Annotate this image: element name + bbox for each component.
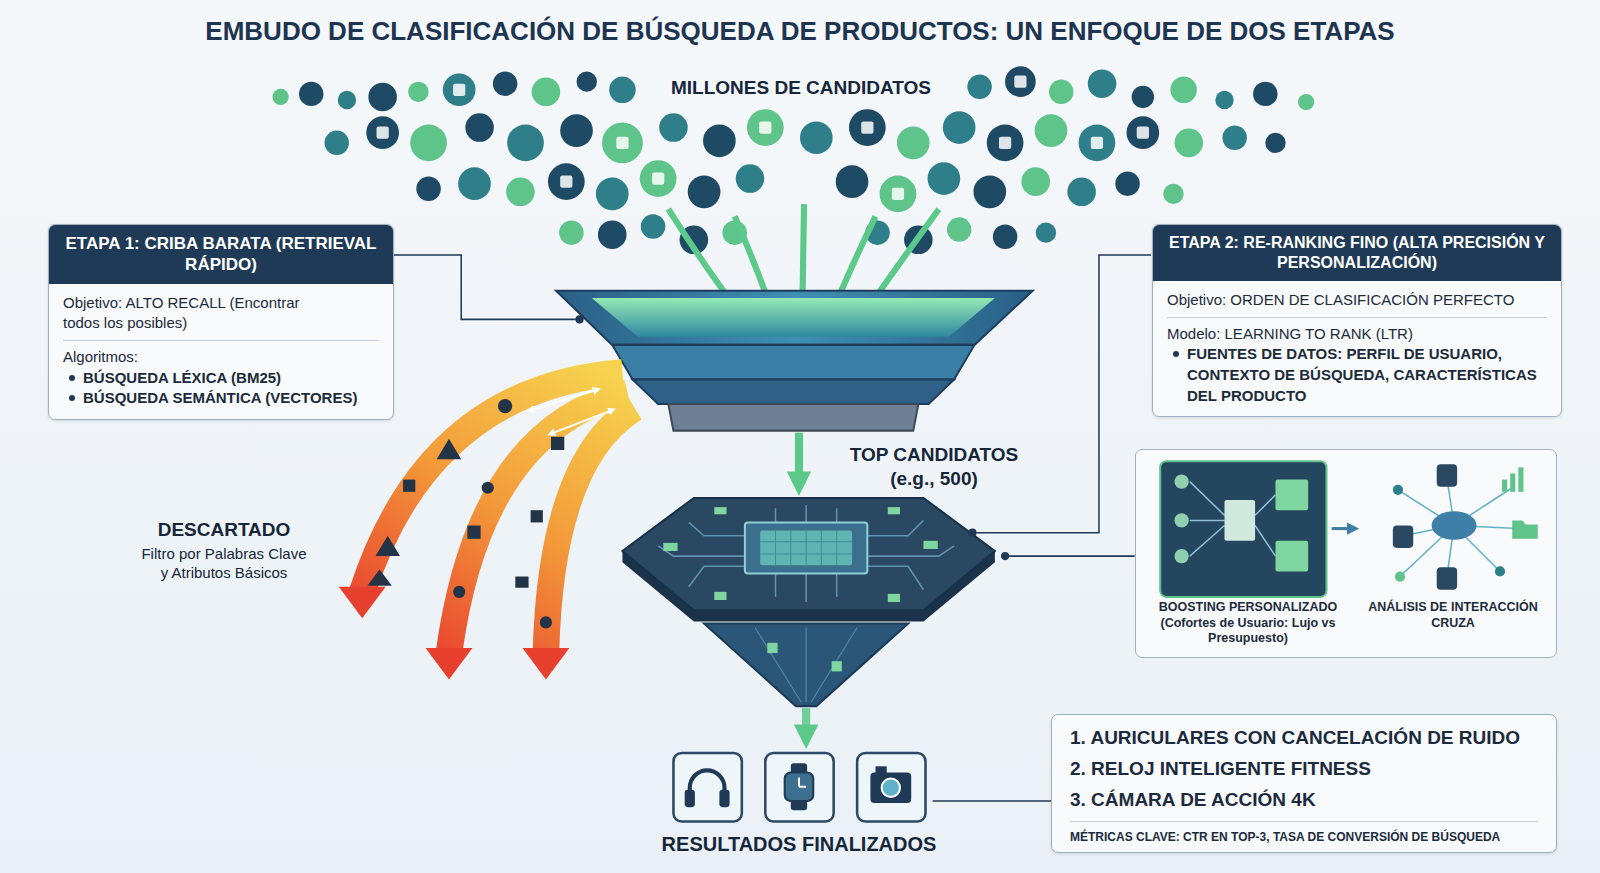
technique-caption: ANÁLISIS DE INTERACCIÓN CRUZA <box>1358 600 1548 631</box>
technique-panel: BOOSTING PERSONALIZADO (Cofortes de Usua… <box>1135 449 1557 658</box>
candidate-cloud <box>272 66 1314 254</box>
box-body: Objetivo: ALTO RECALL (Encontrar todos l… <box>49 284 393 419</box>
text-row: Objetivo: ALTO RECALL (Encontrar todos l… <box>63 293 379 334</box>
boosting-illustration <box>1160 461 1353 597</box>
text-row: 1. AURICULARES CON CANCELACIÓN DE RUIDO <box>1070 722 1538 753</box>
objective-text: Objetivo: ORDEN DE CLASIFICACIÓN PERFECT… <box>1167 290 1514 311</box>
result-item: 1. AURICULARES CON CANCELACIÓN DE RUIDO <box>1070 722 1520 753</box>
text-row: BÚSQUEDA SEMÁNTICA (VECTORES) <box>63 388 379 409</box>
reranking-chip <box>622 498 994 706</box>
bullet-dot <box>1173 351 1179 357</box>
panel-fill <box>1135 449 1557 658</box>
objective-text: Objetivo: ALTO RECALL (Encontrar todos l… <box>63 293 308 334</box>
leader-dots <box>576 315 1010 560</box>
stage-heading: ETAPA 1: CRIBA BARATA (RETRIEVAL RÁPIDO) <box>59 233 383 276</box>
box-body: Objetivo: ORDEN DE CLASIFICACIÓN PERFECT… <box>1153 281 1561 416</box>
caption-column: ANÁLISIS DE INTERACCIÓN CRUZA <box>1358 600 1548 647</box>
box-body: 1. AURICULARES CON CANCELACIÓN DE RUIDO2… <box>1052 715 1556 852</box>
text-row: ETAPA 2: RE-RANKING FINO (ALTA PRECISIÓN… <box>1153 225 1561 281</box>
flow-arrow <box>802 708 810 737</box>
text-row: MÉTRICAS CLAVE: CTR EN TOP-3, TASA DE CO… <box>1070 828 1538 846</box>
result-item: 2. RELOJ INTELIGENTE FITNESS <box>1070 753 1371 784</box>
divider-line <box>1070 821 1538 822</box>
text-row: ETAPA 1: CRIBA BARATA (RETRIEVAL RÁPIDO) <box>49 225 393 284</box>
text-row: Objetivo: ORDEN DE CLASIFICACIÓN PERFECT… <box>1167 290 1547 311</box>
flow-arrow <box>795 433 803 484</box>
discard-stream <box>339 372 635 679</box>
text-row: 3. CÁMARA DE ACCIÓN 4K <box>1070 784 1538 815</box>
text-row: FUENTES DE DATOS: PERFIL DE USUARIO, CON… <box>1167 344 1547 406</box>
divider-line <box>1167 317 1547 318</box>
divider-line <box>63 340 379 341</box>
stage-label: MILLONES DE CANDIDATOS <box>671 76 931 100</box>
algorithms-heading: Algoritmos: <box>63 347 138 368</box>
algorithm-item: BÚSQUEDA LÉXICA (BM25) <box>83 368 281 389</box>
technique-caption: BOOSTING PERSONALIZADO (Cofortes de Usua… <box>1153 600 1343 647</box>
model-text: Modelo: LEARNING TO RANK (LTR) <box>1167 324 1413 345</box>
diagram-title: EMBUDO DE CLASIFICACIÓN DE BÚSQUEDA DE P… <box>205 16 1394 47</box>
stage-box: ETAPA 1: CRIBA BARATA (RETRIEVAL RÁPIDO)… <box>48 224 394 420</box>
text-row: 2. RELOJ INTELIGENTE FITNESS <box>1070 753 1538 784</box>
stage-label: TOP CANDIDATOS (e.g., 500) <box>839 443 1029 491</box>
data-sources-item: FUENTES DE DATOS: PERFIL DE USUARIO, CON… <box>1187 344 1547 406</box>
text-row: Modelo: LEARNING TO RANK (LTR) <box>1167 324 1547 345</box>
discard-note: Filtro por Palabras Clave y Atributos Bá… <box>139 545 309 583</box>
result-item: 3. CÁMARA DE ACCIÓN 4K <box>1070 784 1316 815</box>
metrics-note: MÉTRICAS CLAVE: CTR EN TOP-3, TASA DE CO… <box>1070 828 1500 846</box>
bullet-dot <box>69 375 75 381</box>
result-icons <box>673 753 925 821</box>
text-row: BOOSTING PERSONALIZADO (Cofortes de Usua… <box>1153 600 1343 647</box>
text-row: Algoritmos: <box>63 347 379 368</box>
text-row: BÚSQUEDA LÉXICA (BM25) <box>63 368 379 389</box>
bullet-dot <box>69 395 75 401</box>
stage-box: ETAPA 2: RE-RANKING FINO (ALTA PRECISIÓN… <box>1152 224 1562 417</box>
interaction-illustration <box>1393 464 1538 590</box>
results-box: 1. AURICULARES CON CANCELACIÓN DE RUIDO2… <box>1051 714 1557 853</box>
caption-column: BOOSTING PERSONALIZADO (Cofortes de Usua… <box>1153 600 1343 647</box>
discard-label: DESCARTADO <box>158 518 291 542</box>
leader-lines <box>394 255 1151 801</box>
text-row: ANÁLISIS DE INTERACCIÓN CRUZA <box>1358 600 1548 631</box>
stage-label: RESULTADOS FINALIZADOS <box>662 832 937 857</box>
algorithm-item: BÚSQUEDA SEMÁNTICA (VECTORES) <box>83 388 357 409</box>
stage-heading: ETAPA 2: RE-RANKING FINO (ALTA PRECISIÓN… <box>1163 233 1551 273</box>
